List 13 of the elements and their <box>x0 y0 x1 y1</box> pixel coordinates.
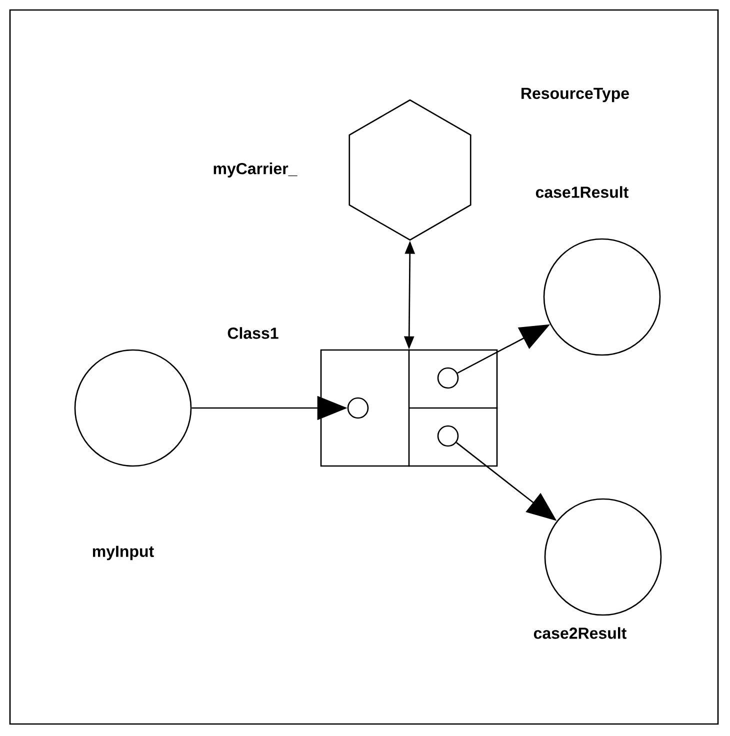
port-circle <box>347 397 369 419</box>
node-label: case1Result <box>536 186 628 198</box>
node-label: Class1 <box>228 327 278 339</box>
circle-node <box>543 238 661 356</box>
port-circle <box>437 367 459 389</box>
hexagon <box>348 99 472 241</box>
node-label: myInput <box>92 546 154 560</box>
circle-node <box>74 349 192 467</box>
class-box <box>320 349 498 467</box>
node-label: myCarrier_ <box>214 162 298 178</box>
node-label: case2Result <box>534 627 626 639</box>
circle-node <box>544 498 662 616</box>
port-circle <box>437 425 459 447</box>
